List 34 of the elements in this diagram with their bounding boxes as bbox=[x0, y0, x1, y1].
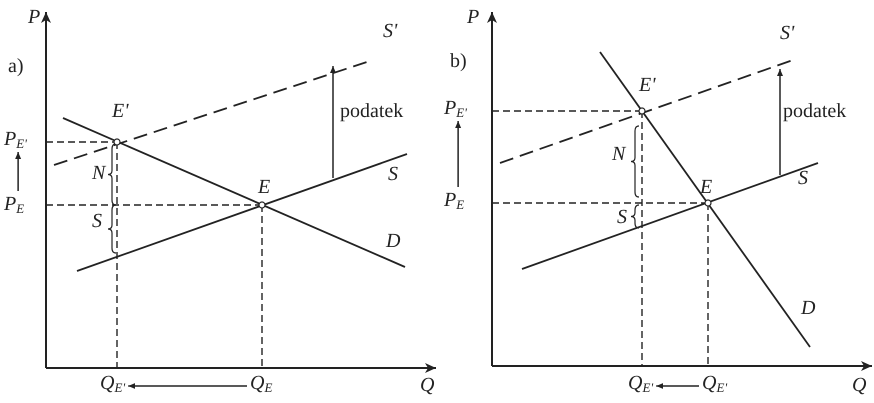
arrow bbox=[455, 121, 462, 187]
curve-label: S' bbox=[780, 22, 794, 44]
curve-label: D bbox=[386, 230, 400, 252]
point-label: E' bbox=[112, 100, 128, 122]
price-label: P$_{E}$ bbox=[4, 193, 24, 215]
axis-label: Q bbox=[852, 374, 866, 396]
arrow bbox=[128, 383, 247, 389]
brace-label: N bbox=[92, 162, 106, 184]
quantity-label: Q$_{E'}$ bbox=[100, 372, 126, 394]
price-label: P$_{E'}$ bbox=[444, 97, 467, 119]
point-label: E bbox=[258, 176, 270, 198]
panel-label: a) bbox=[8, 55, 24, 77]
curve-label: S bbox=[798, 167, 808, 189]
price-label: P$_{E}$ bbox=[444, 189, 464, 211]
arrow bbox=[15, 152, 22, 191]
point-label: E bbox=[700, 176, 712, 198]
brace-label: S bbox=[617, 206, 627, 228]
axis-label: P bbox=[467, 6, 480, 28]
curve-label: S' bbox=[383, 20, 398, 42]
curve-label: D bbox=[801, 297, 816, 319]
quantity-label: Q$_{E'}$ bbox=[702, 372, 728, 394]
brace-label: N bbox=[612, 143, 626, 165]
tax-label: podatek bbox=[783, 100, 846, 122]
point-label: E' bbox=[639, 74, 656, 96]
quantity-label: Q$_{E}$ bbox=[250, 372, 272, 394]
arrow bbox=[656, 383, 699, 389]
panel-label: b) bbox=[450, 50, 467, 72]
brace-label: S bbox=[92, 210, 102, 232]
tax-label: podatek bbox=[340, 100, 404, 122]
axis-label: Q bbox=[420, 374, 434, 396]
curve-label: S bbox=[388, 163, 398, 185]
quantity-label: Q$_{E'}$ bbox=[628, 372, 654, 394]
price-label: P$_{E'}$ bbox=[4, 128, 27, 150]
axis-label: P bbox=[28, 6, 40, 28]
